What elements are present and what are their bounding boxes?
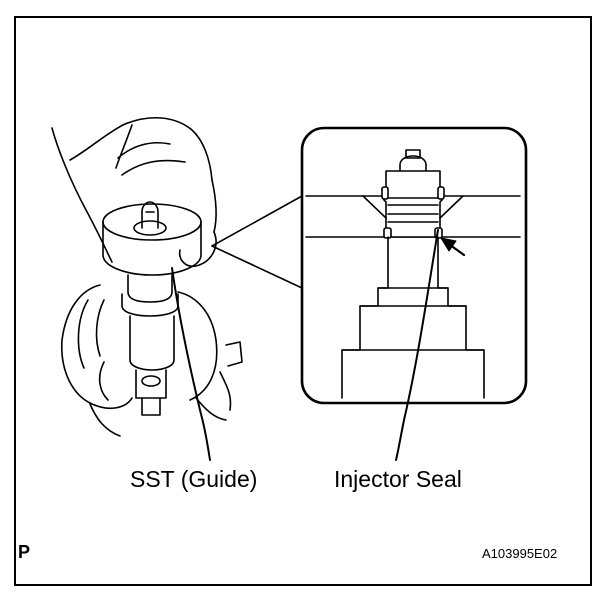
- callout-wedge: [211, 195, 303, 289]
- injector-seal-detail-inset: [300, 126, 528, 405]
- corner-mark: P: [18, 542, 31, 562]
- figure-id: A103995E02: [482, 546, 558, 561]
- sst-guide-leader: [171, 267, 211, 461]
- sst-guide-label: SST (Guide): [130, 466, 258, 492]
- injector-seal-leader: [395, 229, 439, 461]
- figure-frame: [14, 16, 592, 586]
- injector-seal-label: Injector Seal: [334, 466, 462, 492]
- hand-and-injector-illustration: [51, 116, 243, 437]
